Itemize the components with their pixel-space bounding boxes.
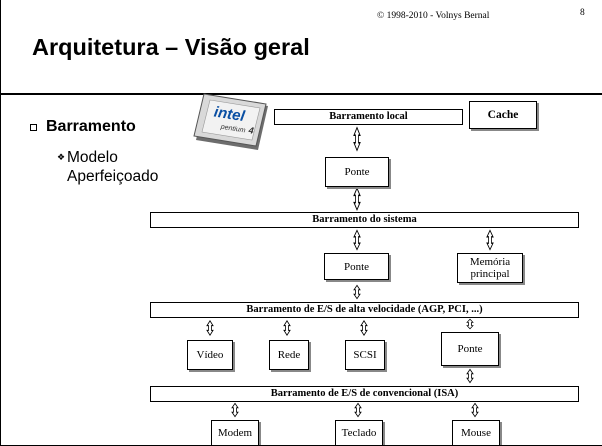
arrow-system-to-ponte (353, 229, 361, 251)
title-divider (1, 93, 602, 95)
bullet-level2-line1: Modelo (67, 149, 118, 166)
bullet-level1: Barramento (30, 118, 136, 136)
slide-title: Arquitetura – Visão geral (32, 34, 310, 60)
memory-line1: Memória (469, 256, 511, 268)
arrow-ponte-to-system (353, 187, 361, 211)
cache-box: Cache (469, 101, 537, 129)
ponte-box-top: Ponte (325, 157, 389, 187)
bullet-level2: ❖ Modelo Aperfeiçoado (57, 148, 159, 186)
video-box: Vídeo (187, 340, 233, 370)
intel-pentium-4-chip-icon: intel pentium 4 (193, 93, 268, 150)
teclado-box: Teclado (335, 420, 383, 445)
ponte-box-bottom: Ponte (441, 332, 499, 366)
svg-text:intel: intel (213, 104, 247, 126)
diamond-bullet-icon: ❖ (57, 152, 66, 162)
arrow-system-to-memory (486, 229, 494, 251)
square-bullet-icon (30, 123, 37, 131)
memory-box: Memória principal (457, 253, 523, 283)
ponte-box-mid: Ponte (324, 253, 389, 280)
rede-box: Rede (269, 340, 309, 370)
bus-system: Barramento do sistema (150, 212, 579, 228)
mouse-box: Mouse (452, 420, 500, 445)
svg-text:pentium: pentium (219, 124, 246, 135)
bus-local: Barramento local (274, 109, 463, 125)
slide-number: 8 (580, 8, 585, 18)
bullet-level2-line2: Aperfeiçoado (67, 168, 159, 185)
bus-high-speed: Barramento de E/S de alta velocidade (AG… (150, 302, 579, 318)
scsi-box: SCSI (345, 340, 385, 370)
bullet-level1-text: Barramento (46, 118, 136, 135)
arrow-local-to-ponte (353, 126, 361, 152)
modem-box: Modem (211, 420, 259, 445)
svg-text:4: 4 (247, 125, 255, 136)
memory-line2: principal (470, 268, 510, 280)
bus-conventional: Barramento de E/S de convencional (ISA) (150, 386, 579, 402)
arrow-ponte-to-highspeed (353, 284, 361, 300)
copyright-text: © 1998-2010 - Volnys Bernal (377, 11, 490, 21)
